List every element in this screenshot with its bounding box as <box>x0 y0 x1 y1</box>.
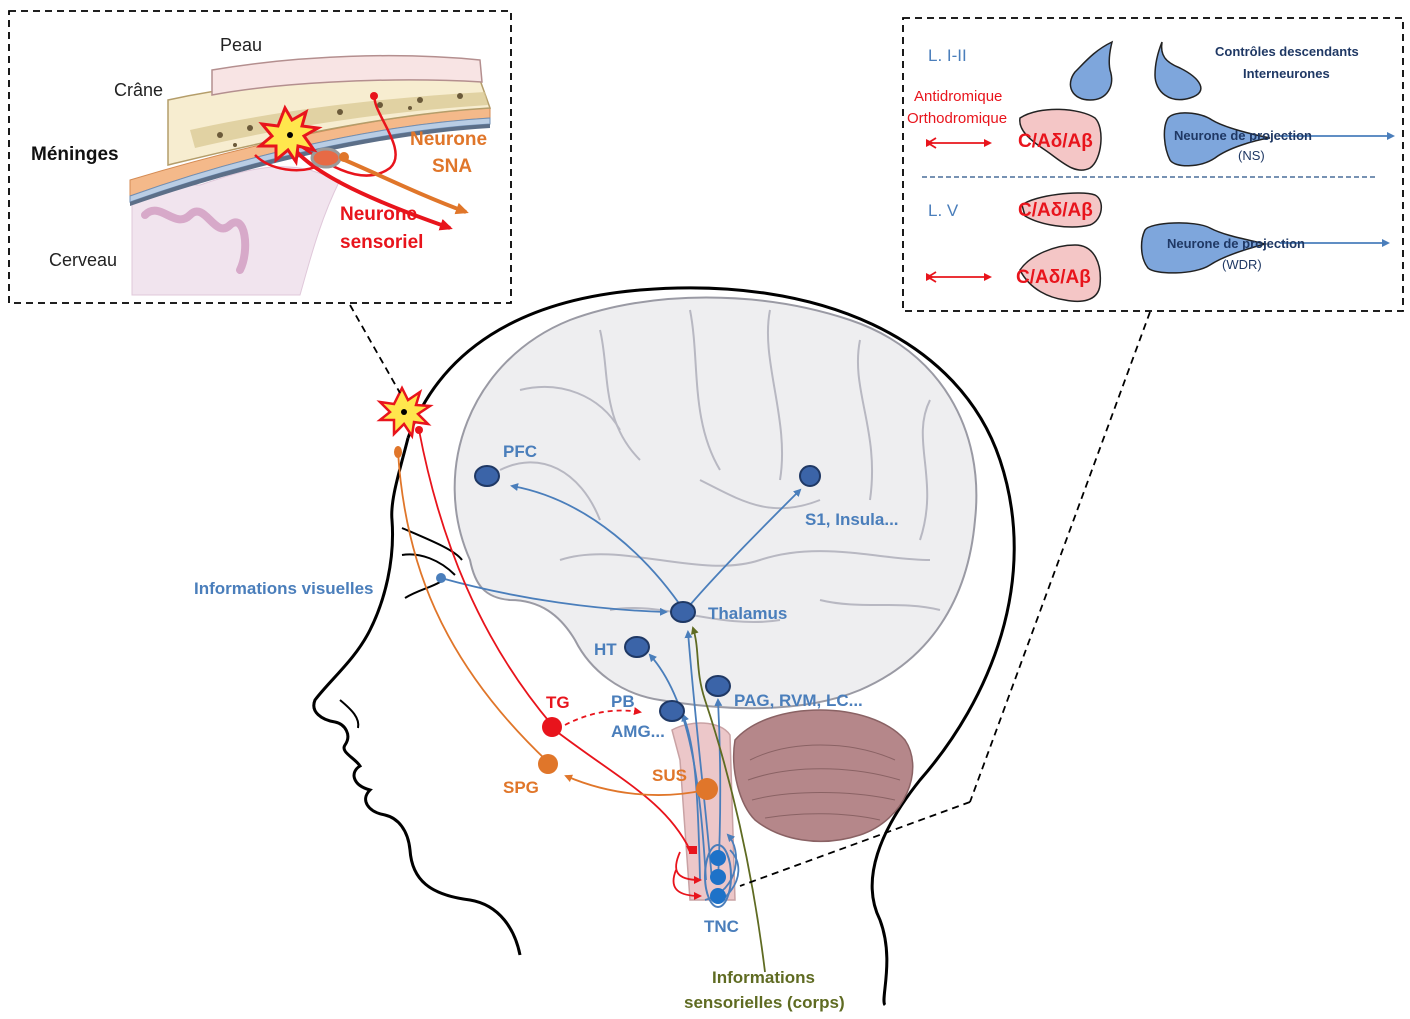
tg-node <box>542 717 562 737</box>
s1-node <box>800 466 820 486</box>
spinal-inset: L. I-II L. V Antidromique Orthodromique … <box>903 18 1403 311</box>
label-controles-1: Contrôles descendants <box>1215 44 1359 59</box>
label-fiber-2: C/Aδ/Aβ <box>1018 200 1093 221</box>
label-crane: Crâne <box>114 80 163 100</box>
label-neurone-sensoriel-1: Neurone <box>340 204 417 225</box>
sus-node <box>696 778 718 800</box>
red-fiber-end <box>415 426 423 434</box>
ht-node <box>625 637 649 657</box>
label-peau: Peau <box>220 35 262 55</box>
label-neurone-sna-1: Neurone <box>410 129 487 150</box>
label-sensory-1: Informations <box>712 968 815 987</box>
label-thalamus: Thalamus <box>708 604 787 623</box>
meninges-inset: Peau Crâne Méninges Cerveau Neurone SNA … <box>9 11 511 303</box>
label-cerveau: Cerveau <box>49 250 117 270</box>
label-ht: HT <box>594 640 617 659</box>
label-pfc: PFC <box>503 442 537 461</box>
label-tg: TG <box>546 693 570 712</box>
label-meninges: Méninges <box>31 144 119 165</box>
pb-node <box>660 701 684 721</box>
label-neurone-sensoriel-2: sensoriel <box>340 232 423 253</box>
visual-node <box>436 573 446 583</box>
label-lamina-1-2: L. I-II <box>928 46 967 65</box>
label-proj-ns-2: (NS) <box>1238 148 1265 163</box>
label-s1: S1, Insula... <box>805 510 899 529</box>
label-pb: PB <box>611 692 635 711</box>
label-proj-wdr-2: (WDR) <box>1222 257 1262 272</box>
label-spg: SPG <box>503 778 539 797</box>
label-antidromique: Antidromique <box>914 88 1002 105</box>
label-neurone-sna-2: SNA <box>432 156 472 177</box>
label-controles-2: Interneurones <box>1243 66 1330 81</box>
thalamus-node <box>671 602 695 622</box>
pag-node <box>706 676 730 696</box>
label-pag: PAG, RVM, LC... <box>734 691 863 710</box>
label-orthodromique: Orthodromique <box>907 110 1007 127</box>
label-visual: Informations visuelles <box>194 579 374 598</box>
label-lamina-5: L. V <box>928 201 959 220</box>
label-proj-ns-1: Neurone de projection <box>1174 128 1312 143</box>
label-proj-wdr-1: Neurone de projection <box>1167 236 1305 251</box>
label-fiber-1: C/Aδ/Aβ <box>1018 131 1093 152</box>
label-sensory-2: sensorielles (corps) <box>684 993 845 1012</box>
label-fiber-3: C/Aδ/Aβ <box>1016 267 1091 288</box>
spg-node <box>538 754 558 774</box>
label-amg: AMG... <box>611 722 665 741</box>
pfc-node <box>475 466 499 486</box>
label-tnc: TNC <box>704 917 739 936</box>
orange-fiber-end <box>394 446 402 458</box>
cerebellum <box>734 710 913 841</box>
label-sus: SUS <box>652 766 687 785</box>
